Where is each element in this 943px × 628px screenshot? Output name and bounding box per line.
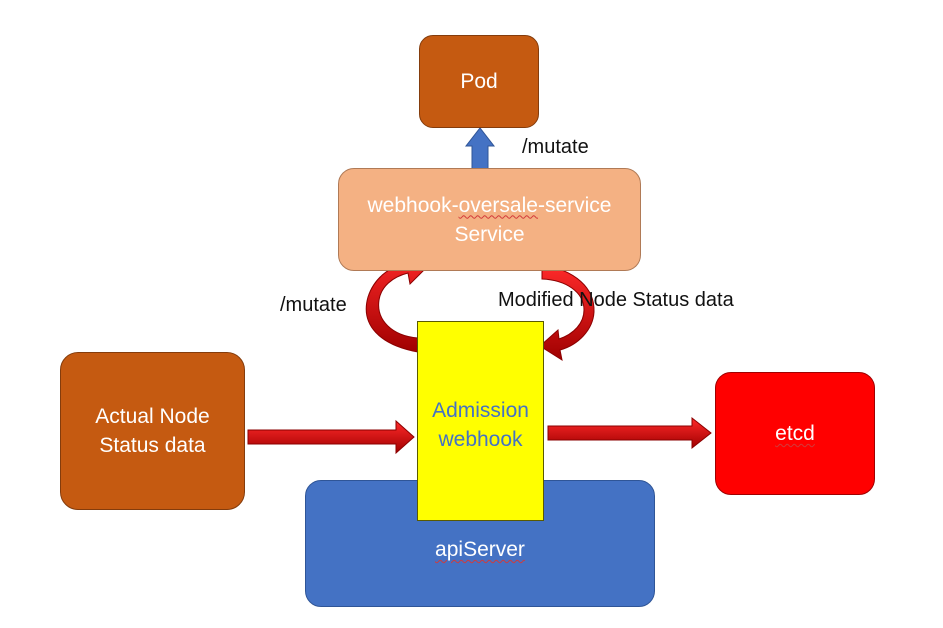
pod-node: Pod xyxy=(419,35,539,128)
pod-label: Pod xyxy=(460,70,498,93)
arrow-service-to-pod xyxy=(464,127,496,173)
actual-node-line1: Actual Node xyxy=(95,405,210,428)
admission-line1: Admission xyxy=(432,399,529,422)
api-server-label: apiServer xyxy=(435,538,525,561)
arrow-actual-to-admission xyxy=(247,419,415,455)
edge-label-service-to-admission: Modified Node Status data xyxy=(498,289,734,311)
edge-label-admission-to-service: /mutate xyxy=(280,294,347,316)
service-name: webhook-oversale-service xyxy=(367,193,612,217)
admission-line2: webhook xyxy=(438,428,523,451)
etcd-label: etcd xyxy=(775,422,815,445)
actual-node-status-node: Actual Node Status data xyxy=(60,352,245,510)
admission-webhook-node: Admission webhook xyxy=(417,321,544,521)
actual-node-line2: Status data xyxy=(99,434,206,457)
service-type: Service xyxy=(454,222,525,246)
arrow-admission-to-etcd xyxy=(547,416,712,450)
service-node: webhook-oversale-service Service xyxy=(338,168,641,271)
etcd-node: etcd xyxy=(715,372,875,495)
arrow-service-to-admission xyxy=(539,264,595,362)
edge-label-service-to-pod: /mutate xyxy=(522,136,589,158)
